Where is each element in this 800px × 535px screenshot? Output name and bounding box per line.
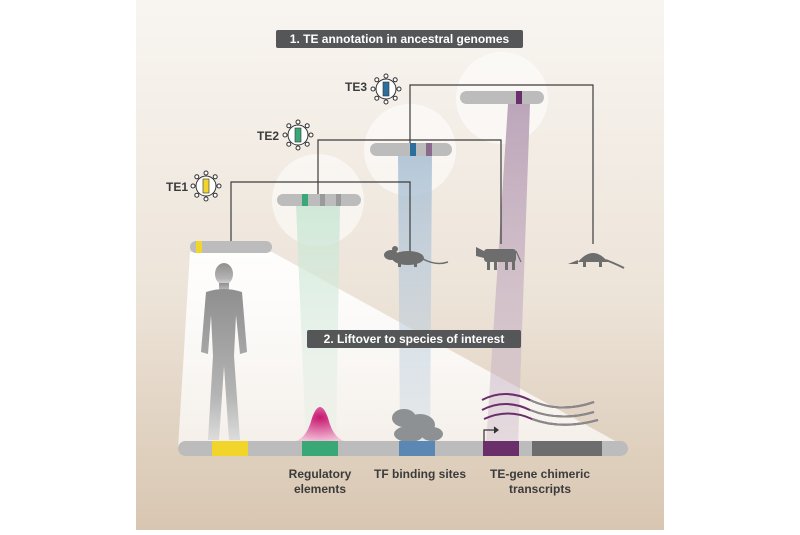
- label-te-gene-chimeric: TE-gene chimeric transcripts: [480, 467, 600, 497]
- chromosome-target: [178, 441, 628, 456]
- human-silhouette-icon: [201, 263, 247, 440]
- te2-label: TE2: [257, 129, 280, 143]
- label-tf-binding-sites: TF binding sites: [360, 467, 480, 482]
- chromosome-ancestor-2: [370, 143, 452, 156]
- beam-te2-tf: [398, 156, 432, 445]
- te1-label: TE1: [166, 180, 189, 194]
- label-tf-line1: TF binding sites: [374, 467, 466, 481]
- virus-icon: [370, 73, 402, 105]
- step1-banner: 1. TE annotation in ancestral genomes: [276, 30, 523, 48]
- cow-icon: [476, 247, 522, 270]
- te3-label: TE3: [345, 80, 368, 94]
- chromosome-human: [190, 241, 272, 253]
- chromosome-ancestor-1: [277, 194, 361, 206]
- arrow-icon: [483, 426, 499, 441]
- transcripts: [481, 393, 599, 426]
- beam-te1-regulatory: [296, 204, 340, 445]
- phylogeny-tree: [230, 84, 594, 262]
- label-regulatory-line2: elements: [293, 482, 347, 496]
- step2-banner: 2. Liftover to species of interest: [307, 330, 521, 348]
- mouse-icon: [384, 246, 449, 267]
- virus-icon: [190, 170, 222, 202]
- armadillo-icon: [568, 253, 625, 269]
- virus-icon: [282, 119, 314, 151]
- tf-binding-blobs: [392, 409, 443, 442]
- label-chimeric-line1: TE-gene chimeric: [489, 467, 591, 481]
- label-regulatory-line1: Regulatory: [288, 467, 352, 481]
- beam-te3-chimeric: [486, 104, 530, 445]
- label-regulatory-elements: Regulatory elements: [270, 467, 370, 497]
- regulatory-peak: [290, 407, 350, 442]
- label-chimeric-line2: transcripts: [508, 482, 572, 496]
- chromosome-ancestor-3: [460, 91, 544, 104]
